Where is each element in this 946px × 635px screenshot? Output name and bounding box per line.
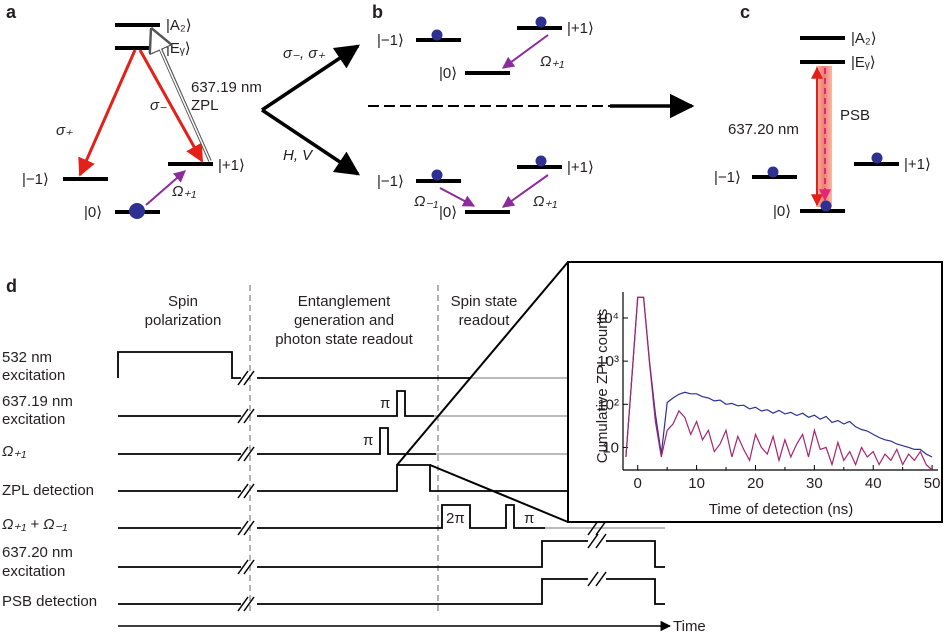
label-m1-a: |−1⟩ xyxy=(22,171,49,188)
inset-x-tick-label: 20 xyxy=(747,475,764,492)
waveform-532-excitation xyxy=(117,351,470,379)
zoom-line-upper xyxy=(396,261,569,466)
inset-x-tick-label: 40 xyxy=(865,475,882,492)
label-p1-a: |+1⟩ xyxy=(218,157,245,174)
row-637-19-label-line2: excitation xyxy=(2,411,65,428)
panel-label-d: d xyxy=(6,276,17,296)
phase-spin-polarization-line1: Spin xyxy=(168,293,198,310)
time-break-marks xyxy=(237,370,607,612)
inset-y-tick-label: 10⁴ xyxy=(596,310,619,327)
inset-x-axis-label: Time of detection (ns) xyxy=(709,501,854,518)
panel-label-c: c xyxy=(740,2,750,22)
omega-m1-label-b: Ω₋₁ xyxy=(414,193,438,210)
phase-spin-polarization-line2: polarization xyxy=(145,312,222,329)
psb-label: PSB xyxy=(840,107,870,124)
inset-plot: 0 10 20 30 40 50 10 10² 10³ 10⁴ xyxy=(596,292,941,492)
label-A2-a: |A₂⟩ xyxy=(166,17,192,34)
zpl-wavelength-label: 637.19 nm xyxy=(191,79,262,96)
sigma-minus-label: σ₋ xyxy=(150,97,167,114)
label-p1-b-upper: |+1⟩ xyxy=(567,20,594,37)
population-dot-b-lower-m1 xyxy=(431,169,443,181)
phase-spin-readout-line1: Spin state xyxy=(451,293,518,310)
population-dot-c-m1 xyxy=(767,166,779,178)
label-zero-b-lower: |0⟩ xyxy=(439,204,457,221)
omega-p1-arrow-a xyxy=(145,170,186,206)
phase-spin-readout-line2: readout xyxy=(459,312,511,329)
label-p1-b-lower: |+1⟩ xyxy=(567,159,594,176)
polarization-hv-label: H, V xyxy=(283,147,314,164)
waveform-psb-detection xyxy=(118,578,665,605)
label-Ey-a: |Eᵧ⟩ xyxy=(166,40,191,57)
branch-arrow-upper xyxy=(261,44,361,112)
waveform-zpl-detection xyxy=(118,464,568,492)
inset-y-tick-label: 10 xyxy=(602,439,619,456)
population-dot-c-p1 xyxy=(871,152,883,164)
row-637-20-label-line1: 637.20 nm xyxy=(2,544,73,561)
polarization-sigma-label: σ₋, σ₊ xyxy=(283,45,325,62)
omega-m1-arrow-b-lower xyxy=(439,187,476,207)
omega-p1-arrow-b-upper xyxy=(502,34,549,69)
omega-p1-arrow-b-lower xyxy=(502,174,549,208)
row-omega-sum-label: Ω₊₁ + Ω₋₁ xyxy=(2,516,67,533)
zpl-emission-arrow-core xyxy=(153,34,211,162)
row-532-label-line2: excitation xyxy=(2,367,65,384)
two-pi-pulse-label: 2π xyxy=(446,510,465,527)
phase-entanglement-line2: generation and xyxy=(294,312,394,329)
inset-x-tick-label: 10 xyxy=(688,475,705,492)
inset-series-line-2 xyxy=(625,296,933,471)
label-m1-b-upper: |−1⟩ xyxy=(377,32,404,49)
label-A2-c: |A₂⟩ xyxy=(851,30,877,47)
row-zpl-detection-label: ZPL detection xyxy=(2,482,94,499)
pi-pulse-label-readout: π xyxy=(524,510,534,527)
population-dot-b-upper-p1 xyxy=(535,16,547,28)
inset-y-tick-label: 10³ xyxy=(597,353,619,370)
inset-x-tick-label: 50 xyxy=(924,475,941,492)
time-axis-label: Time xyxy=(673,618,706,635)
label-Ey-c: |Eᵧ⟩ xyxy=(851,54,876,71)
pi-pulse-label-637: π xyxy=(380,395,390,412)
sigma-minus-arrow xyxy=(138,49,204,163)
row-637-20-label-line2: excitation xyxy=(2,563,65,580)
readout-wavelength-label: 637.20 nm xyxy=(728,121,799,138)
population-dot-a xyxy=(129,203,145,219)
omega-p1-label-b-upper: Ω₊₁ xyxy=(540,53,564,70)
row-omega-p1-label: Ω₊₁ xyxy=(2,443,26,460)
population-dot-c-zero xyxy=(820,200,832,212)
label-m1-c: |−1⟩ xyxy=(714,169,741,186)
zoom-line-lower xyxy=(429,464,569,523)
sigma-plus-arrow xyxy=(78,49,137,177)
population-dot-b-upper-m1 xyxy=(431,29,443,41)
inset-x-tick-label: 0 xyxy=(634,475,642,492)
inset-series-line-1 xyxy=(625,296,933,458)
zpl-label: ZPL xyxy=(191,97,219,114)
label-zero-b-upper: |0⟩ xyxy=(439,65,457,82)
label-zero-a: |0⟩ xyxy=(84,204,102,221)
inset-y-tick-label: 10² xyxy=(597,396,619,413)
branch-arrow-lower xyxy=(261,108,361,176)
waveform-637-19-excitation xyxy=(118,390,434,417)
waveform-omega-sum xyxy=(118,504,545,529)
omega-p1-label-a: Ω₊₁ xyxy=(172,183,196,200)
label-p1-c: |+1⟩ xyxy=(904,156,931,173)
sigma-plus-label: σ₊ xyxy=(56,122,73,139)
omega-p1-label-b-lower: Ω₊₁ xyxy=(533,193,557,210)
inset-y-axis-label: Cumulative ZPL counts xyxy=(594,309,611,464)
panel-label-b: b xyxy=(372,2,383,22)
inset-x-tick-label: 30 xyxy=(806,475,823,492)
phase-entanglement-line1: Entanglement xyxy=(298,293,391,310)
waveform-637-20-excitation xyxy=(118,540,665,568)
row-psb-detection-label: PSB detection xyxy=(2,593,97,610)
psb-band xyxy=(816,66,832,207)
waveform-omega-p1 xyxy=(118,427,436,455)
pi-pulse-label-omega: π xyxy=(363,432,373,449)
panel-label-a: a xyxy=(6,2,17,22)
population-dot-b-lower-p1 xyxy=(535,155,547,167)
label-m1-b-lower: |−1⟩ xyxy=(377,173,404,190)
phase-entanglement-line3: photon state readout xyxy=(275,331,413,348)
row-637-19-label-line1: 637.19 nm xyxy=(2,393,73,410)
label-zero-c: |0⟩ xyxy=(773,203,791,220)
row-532-label-line1: 532 nm xyxy=(2,349,52,366)
